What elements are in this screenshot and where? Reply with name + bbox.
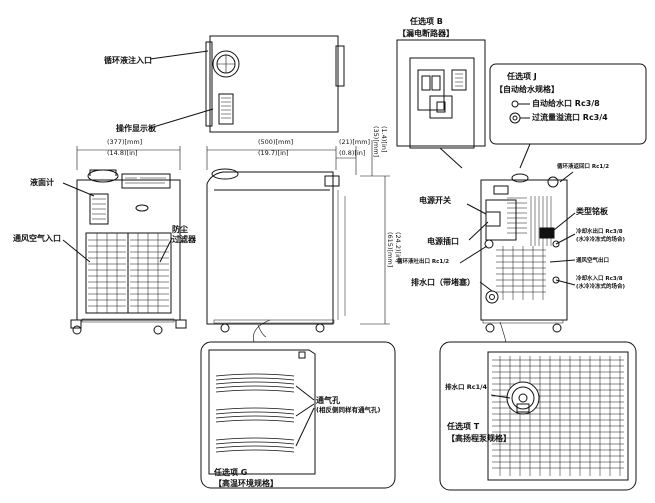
- level-gauge-label: 液面计: [30, 178, 54, 187]
- coolant-in-note: (水冷冷冻式的场合): [576, 284, 626, 290]
- nameplate-label: 类型铭板: [576, 207, 608, 216]
- option-j-title: 任选项 J: [507, 72, 537, 81]
- option-g-frame: [200, 341, 396, 489]
- power-switch-label: 电源开关: [419, 196, 451, 205]
- coolant-out-label: 冷却水出口 Rc3/8: [576, 229, 623, 235]
- option-b-frame: [396, 39, 486, 147]
- width-in: (14.8)[in]: [107, 149, 138, 157]
- d35-in: (1.4)[in]: [380, 126, 388, 153]
- return-port-label: 循环液返回口 Rc1/2: [557, 164, 610, 170]
- drain-label: 排水口（带堵塞）: [411, 278, 475, 287]
- discharge-port-label: 循环液吐出口 Rc1/2: [397, 259, 450, 265]
- option-t-title: 任选项 T: [447, 422, 480, 431]
- overflow-port-label: 过流量溢流口 Rc3/4: [532, 113, 608, 122]
- option-j-subtitle: 【自动给水规格】: [495, 85, 559, 94]
- fill-port-cap: [212, 50, 240, 78]
- height-in: (24.2)[in]: [394, 232, 402, 263]
- option-t-frame: [439, 341, 637, 491]
- option-t-subtitle: 【高扬程泵规格】: [447, 434, 511, 443]
- d35-mm: (35)[mm]: [372, 126, 380, 158]
- dust-filter-label-1: 防尘: [172, 225, 188, 234]
- option-b-title: 任选项 B: [410, 17, 443, 26]
- d21-in: (0.8)[in]: [339, 149, 366, 157]
- option-g-title: 任选项 G: [214, 468, 248, 477]
- air-inlet-label: 通风空气入口: [13, 234, 61, 243]
- d21-mm: (21)[mm]: [339, 138, 371, 146]
- power-inlet-label: 电源插口: [427, 237, 459, 246]
- dust-filter-label-2: 过滤器: [172, 235, 196, 244]
- height-mm: (615)[mm]: [386, 232, 394, 268]
- top-view-body: [209, 35, 339, 133]
- option-j-frame: [489, 63, 647, 145]
- side-body: [206, 171, 334, 325]
- vent-note: (相反侧同样有通气孔): [316, 406, 381, 414]
- coolant-in-label: 冷却水入口 Rc3/8: [576, 276, 623, 282]
- option-g-subtitle: 【高温环境规格】: [214, 479, 278, 488]
- coolant-out-note: (水冷冷冻式的场合): [576, 237, 626, 243]
- width-mm: (377)[mm]: [107, 138, 143, 146]
- depth-mm: (500)[mm]: [258, 138, 294, 146]
- option-b-subtitle: 【漏电断路器】: [398, 29, 454, 38]
- depth-in: (19.7)[in]: [258, 149, 289, 157]
- air-outlet-label: 通风空气出口: [576, 258, 610, 264]
- fill-port-label: 循环液注入口: [104, 56, 152, 65]
- level-gauge: [89, 193, 109, 225]
- front-body: [76, 179, 181, 321]
- display-panel-label: 操作显示板: [116, 124, 156, 133]
- option-t-drain-label: 排水口 Rc1/4: [445, 383, 488, 391]
- front-panel: [121, 173, 171, 189]
- auto-water-port-label: 自动给水口 Rc3/8: [532, 99, 600, 108]
- vent-label: 通气孔: [316, 396, 340, 405]
